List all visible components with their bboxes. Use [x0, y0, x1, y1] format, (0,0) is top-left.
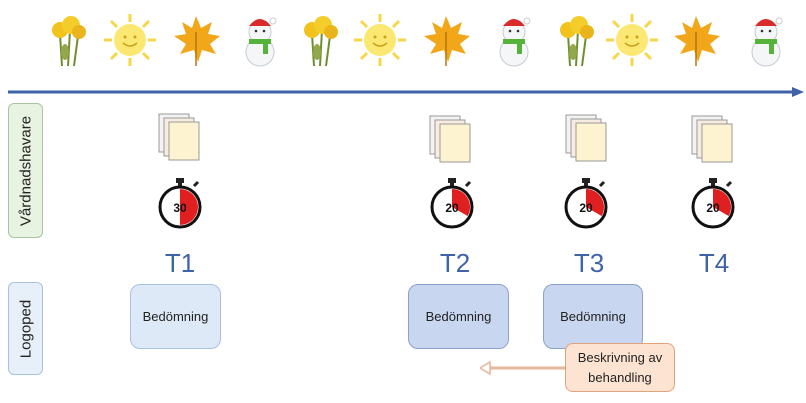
role-slp-label: Logoped [17, 299, 34, 358]
role-slp: Logoped [8, 282, 43, 375]
autumn-leaf-icon [424, 16, 470, 66]
document-stack-icon [429, 115, 471, 163]
stopwatch-icon: 20 [564, 178, 608, 229]
timeline-arrow [8, 87, 804, 97]
snowman-icon [245, 17, 277, 67]
timepoint-label-t4: T4 [698, 248, 730, 278]
flower-icon [560, 16, 594, 67]
stopwatch-icon: 30 [158, 178, 202, 229]
flower-icon [304, 16, 338, 67]
assessment-box-t2: Bedömning [408, 284, 509, 349]
timepoint-label-t1: T1 [164, 248, 196, 278]
sun-icon [606, 14, 658, 66]
assessment-box-t3: Bedömning [543, 284, 643, 349]
timer-label: 20 [445, 201, 459, 215]
role-caregiver: Vårdnadshavare [8, 103, 43, 238]
stopwatch-icon: 20 [430, 178, 474, 229]
left-arrow [480, 360, 568, 376]
timer-label: 20 [706, 201, 720, 215]
treatment-description-note: Beskrivning av behandling [565, 343, 675, 392]
timer-label: 20 [579, 201, 593, 215]
role-caregiver-label: Vårdnadshavare [17, 115, 34, 226]
assessment-box-t1: Bedömning [130, 284, 221, 349]
snowman-icon [499, 17, 531, 67]
sun-icon [354, 14, 406, 66]
autumn-leaf-icon [174, 16, 220, 66]
snowman-icon [751, 17, 783, 67]
document-stack-icon [158, 113, 200, 161]
sun-icon [104, 14, 156, 66]
note-line-2: behandling [588, 369, 652, 385]
timepoint-label-t3: T3 [573, 248, 605, 278]
timepoint-label-t2: T2 [439, 248, 471, 278]
autumn-leaf-icon [674, 16, 720, 66]
document-stack-icon [691, 115, 733, 163]
stopwatch-icon: 20 [691, 178, 735, 229]
timer-label: 30 [173, 201, 187, 215]
flower-icon [52, 16, 86, 67]
document-stack-icon [565, 114, 607, 162]
note-line-1: Beskrivning av [577, 349, 663, 365]
